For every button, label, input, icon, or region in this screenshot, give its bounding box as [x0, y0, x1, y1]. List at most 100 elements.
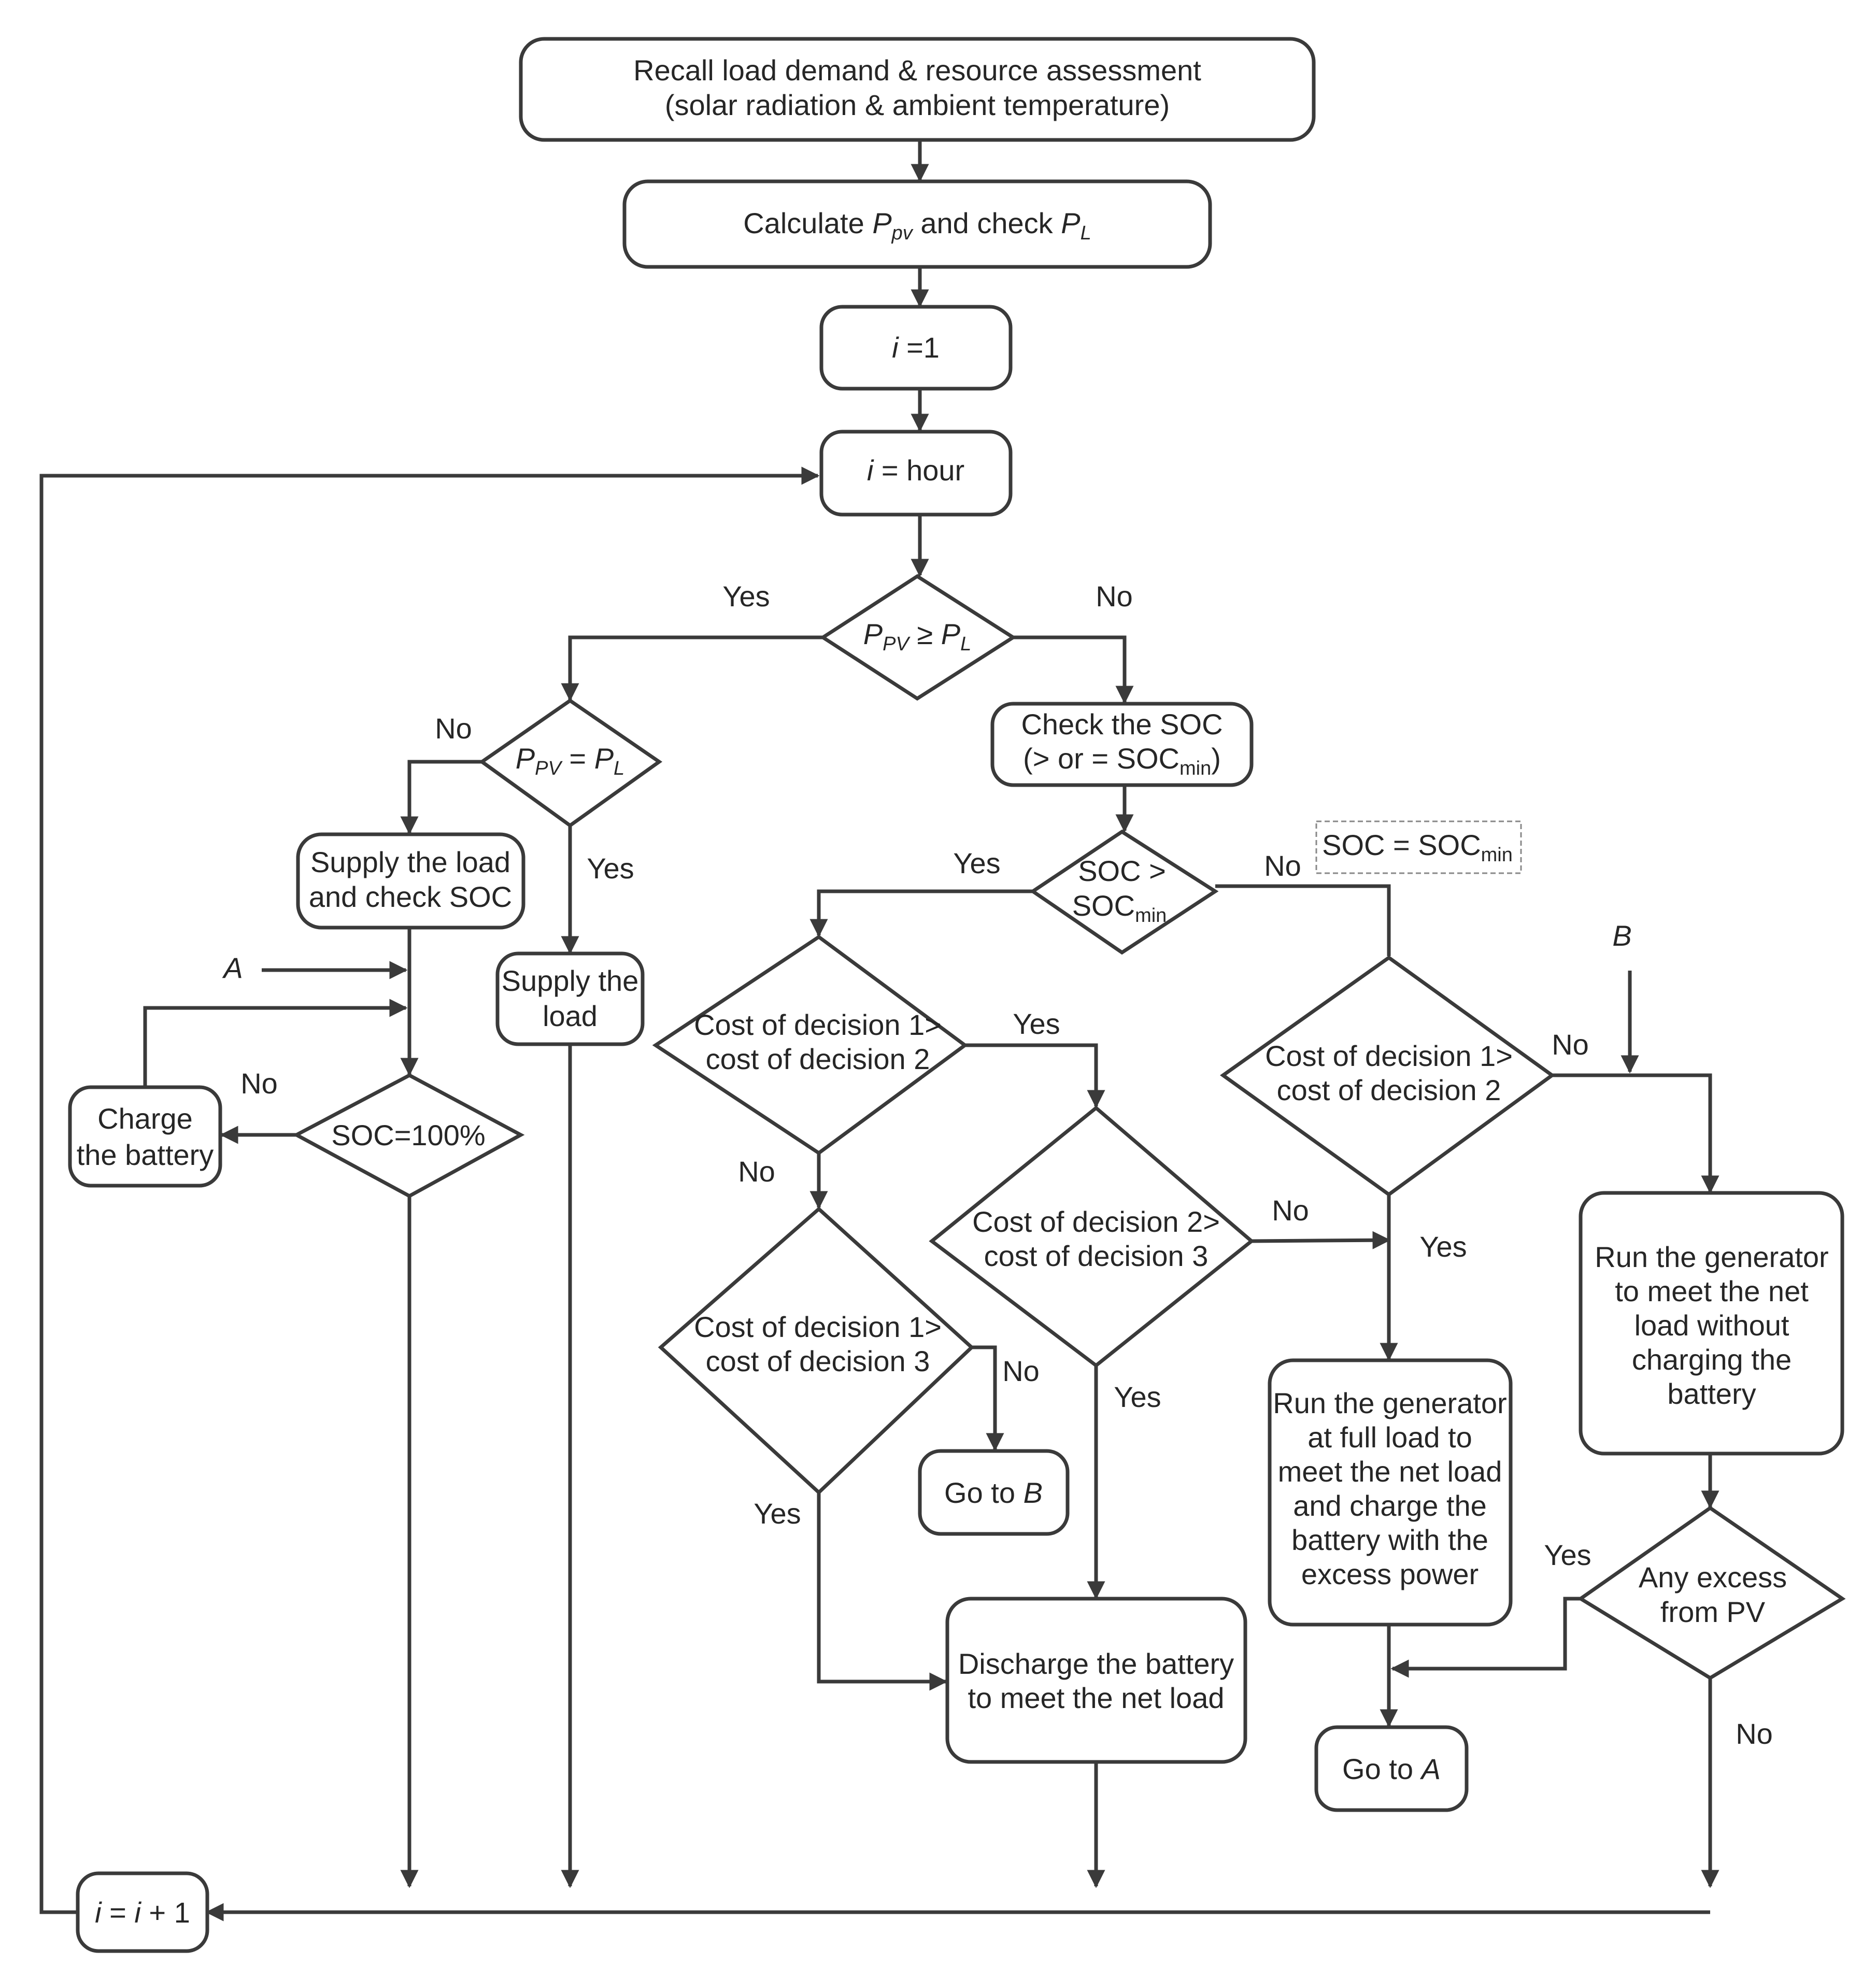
- label-no-c12-left: No: [738, 1155, 775, 1188]
- decision-any-excess-line1: Any excess: [1639, 1561, 1787, 1593]
- decision-cost12-right: Cost of decision 1> cost of decision 2: [1219, 955, 1555, 1197]
- check-soc-box: Check the SOC (> or = SOCmin): [990, 702, 1254, 787]
- arrow-socgt-yes: [809, 889, 1033, 937]
- label-yes-ppv-eq: Yes: [587, 852, 634, 885]
- label-no-soc100: No: [240, 1067, 278, 1100]
- decision-soc-gt-min: SOC > SOCmin: [1029, 829, 1219, 955]
- label-no-c12-right: No: [1552, 1028, 1589, 1061]
- decision-soc-100-text: SOC=100%: [331, 1119, 485, 1151]
- decision-cost13-line1: Cost of decision 1>: [694, 1311, 942, 1343]
- discharge-box: Discharge the battery to meet the net lo…: [945, 1597, 1247, 1764]
- goto-b-text: Go to B: [944, 1476, 1043, 1509]
- arrow-socgt-no: [1215, 884, 1391, 956]
- charge-battery-box: Charge the battery: [68, 1085, 222, 1188]
- arrow-yes-to-equal-check: [561, 635, 824, 702]
- decision-cost23-line2: cost of decision 3: [984, 1240, 1209, 1272]
- gen-full-box: Run the generator at full load to meet t…: [1268, 1358, 1513, 1627]
- label-no-c13: No: [1002, 1355, 1040, 1387]
- decision-cost13-line2: cost of decision 3: [706, 1345, 930, 1377]
- arrow-no-to-supply-check: [400, 760, 483, 835]
- start-text-line2: (solar radiation & ambient temperature): [665, 89, 1170, 121]
- arrow-c13-no-to-goto-b: [972, 1345, 1004, 1452]
- arrow-c23-no: [1251, 1231, 1391, 1249]
- decision-ppv-eq-pl: PPV = PL: [478, 698, 663, 828]
- supply-load-line2: load: [543, 1000, 598, 1032]
- decision-cost12-right-line2: cost of decision 2: [1277, 1074, 1501, 1106]
- label-no-ppv-eq: No: [435, 712, 472, 745]
- connector-b-label: B: [1612, 919, 1631, 952]
- supply-check-line2: and check SOC: [309, 880, 512, 913]
- decision-ppv-ge-pl-text: PPV ≥ PL: [863, 618, 971, 655]
- gen-net-line3: load without: [1635, 1309, 1789, 1342]
- label-yes-soc-gt: Yes: [953, 847, 1000, 879]
- arrow-c12-yes: [965, 1043, 1105, 1108]
- increment-text: i = i + 1: [95, 1896, 190, 1929]
- gen-full-line6: excess power: [1301, 1558, 1479, 1590]
- goto-a-box: Go to A: [1314, 1725, 1469, 1812]
- increment-box: i = i + 1: [76, 1871, 209, 1953]
- label-yes-c23: Yes: [1114, 1381, 1161, 1413]
- gen-full-line1: Run the generator: [1273, 1387, 1507, 1419]
- decision-cost12-left-line2: cost of decision 2: [706, 1043, 930, 1075]
- arrow-charge-loop-back: [143, 999, 408, 1086]
- supply-load-box: Supply the load: [495, 951, 645, 1046]
- decision-cost23: Cost of decision 2> cost of decision 3: [929, 1105, 1255, 1368]
- arrow-c13-yes-to-discharge: [817, 1492, 948, 1691]
- discharge-line1: Discharge the battery: [958, 1647, 1234, 1680]
- label-no-soc-gt: No: [1264, 849, 1301, 882]
- arrow-no-to-check-soc: [1013, 635, 1134, 704]
- gen-net-line4: charging the: [1632, 1343, 1792, 1376]
- decision-any-excess: Any excess from PV: [1577, 1505, 1846, 1681]
- decision-cost13: Cost of decision 1> cost of decision 3: [658, 1206, 975, 1495]
- soc-min-note-text: SOC = SOCmin: [1322, 829, 1513, 866]
- decision-ppv-eq-pl-text: PPV = PL: [516, 742, 624, 779]
- gen-full-line5: battery with the: [1291, 1524, 1488, 1556]
- gen-net-box: Run the generator to meet the net load w…: [1579, 1191, 1844, 1456]
- calc-box: Calculate Ppv and check PL: [622, 179, 1212, 269]
- gen-full-line3: meet the net load: [1278, 1455, 1502, 1488]
- goto-a-text: Go to A: [1342, 1753, 1441, 1785]
- label-no-excess: No: [1736, 1717, 1773, 1750]
- decision-soc-gt-line1: SOC >: [1078, 855, 1166, 887]
- arrow-c12r-no-to-gen-net: [1552, 1073, 1719, 1194]
- check-soc-line2: (> or = SOCmin): [1023, 742, 1221, 779]
- calc-text: Calculate Ppv and check PL: [743, 207, 1091, 244]
- decision-cost12-right-line1: Cost of decision 1>: [1265, 1040, 1513, 1072]
- gen-full-line4: and charge the: [1293, 1489, 1487, 1522]
- gen-net-line2: to meet the net: [1615, 1275, 1809, 1307]
- charge-battery-line2: the battery: [77, 1139, 214, 1171]
- charge-battery-line1: Charge: [97, 1102, 193, 1135]
- decision-ppv-ge-pl: PPV ≥ PL: [819, 574, 1017, 701]
- supply-check-line1: Supply the load: [310, 846, 510, 878]
- discharge-line2: to meet the net load: [968, 1682, 1224, 1714]
- arrow-loop-back-to-hour: [39, 466, 820, 1914]
- init-text: i =1: [892, 331, 940, 364]
- supply-check-box: Supply the load and check SOC: [296, 832, 525, 930]
- connector-lines: [39, 140, 1719, 1922]
- gen-net-line5: battery: [1667, 1377, 1756, 1410]
- label-yes-excess: Yes: [1544, 1539, 1591, 1571]
- decision-cost12-left: Cost of decision 1> cost of decision 2: [652, 934, 968, 1156]
- decision-any-excess-line2: from PV: [1660, 1596, 1766, 1628]
- start-text-line1: Recall load demand & resource assessment: [633, 54, 1201, 87]
- hour-box: i = hour: [819, 430, 1013, 517]
- gen-full-line2: at full load to: [1307, 1421, 1472, 1454]
- start-box: Recall load demand & resource assessment…: [519, 37, 1316, 142]
- branch-labels: Yes No No Yes Yes No No Yes No No Yes No…: [222, 580, 1772, 1750]
- decision-cost23-line1: Cost of decision 2>: [972, 1205, 1220, 1238]
- decision-soc-gt-line2: SOCmin: [1072, 889, 1167, 927]
- hour-text: i = hour: [867, 454, 964, 487]
- connector-a-label: A: [222, 951, 243, 984]
- decision-soc-100: SOC=100%: [292, 1073, 525, 1198]
- goto-b-box: Go to B: [918, 1449, 1070, 1536]
- arrow-excess-yes: [1390, 1597, 1581, 1678]
- supply-load-line1: Supply the: [502, 964, 639, 997]
- decision-cost12-left-line1: Cost of decision 1>: [694, 1008, 942, 1041]
- gen-net-line1: Run the generator: [1595, 1241, 1828, 1273]
- check-soc-line1: Check the SOC: [1021, 708, 1223, 741]
- init-box: i =1: [819, 305, 1013, 391]
- label-yes-c13: Yes: [754, 1497, 801, 1530]
- label-no-ppv-ge: No: [1096, 580, 1133, 613]
